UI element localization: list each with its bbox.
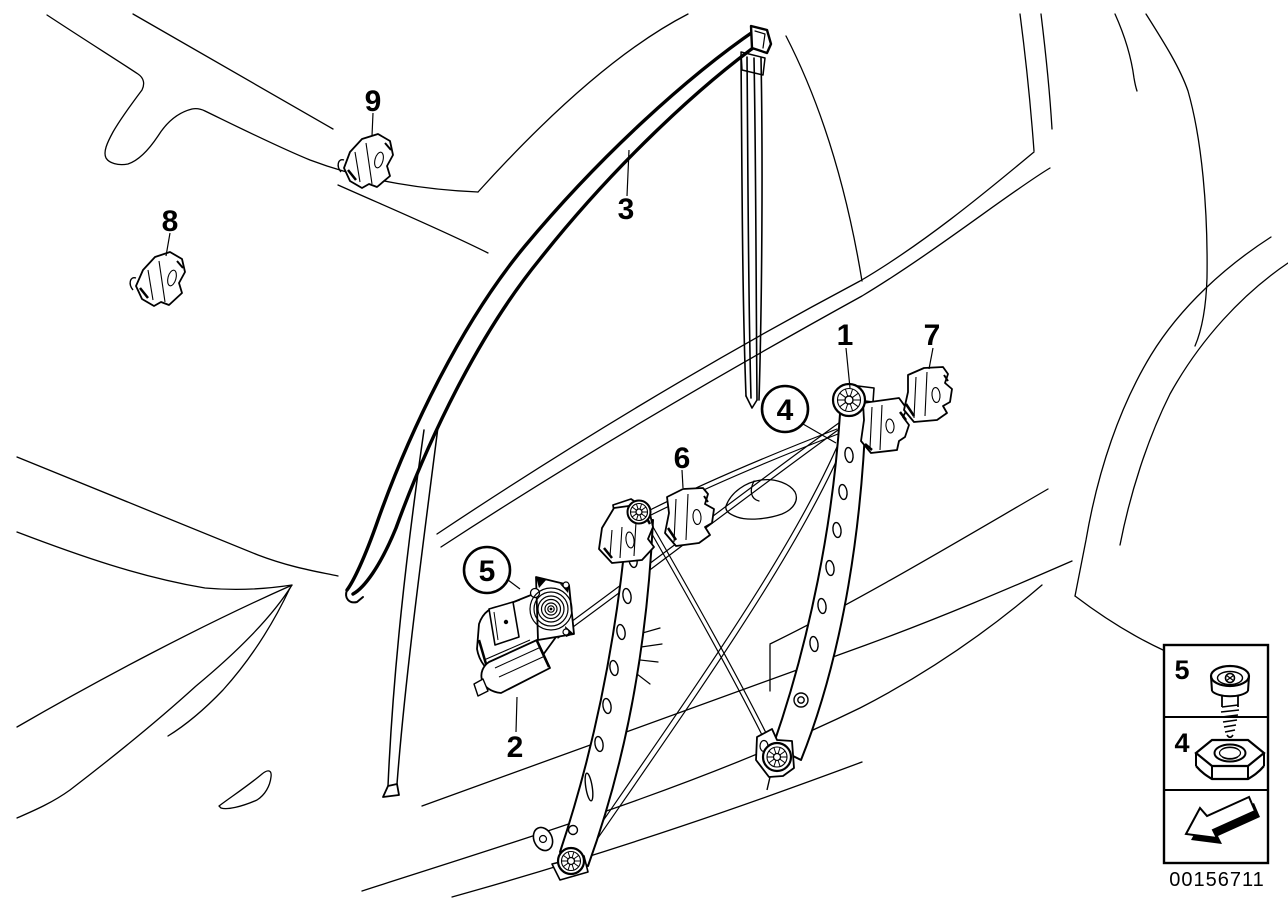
callout-5-label: 5 — [479, 555, 496, 588]
door-handle-ghost — [725, 478, 797, 520]
rear-window-bar-2 — [1040, 13, 1053, 130]
cable-drum-clamp — [860, 397, 910, 454]
rear-wheel-arch-inner — [1119, 262, 1288, 546]
window-motor — [473, 576, 575, 697]
clamp-part-6 — [664, 487, 715, 547]
beltline-lower — [440, 167, 1051, 548]
beltline-upper — [436, 151, 1035, 535]
rear-channel-tip — [745, 395, 758, 409]
rear-channel-line-4 — [758, 57, 763, 401]
part-label-1[interactable]: 1 — [837, 319, 854, 352]
front-guide-line-1 — [387, 429, 425, 787]
part-label-6[interactable]: 6 — [674, 442, 691, 475]
quarter-window-edge — [1114, 13, 1138, 92]
left-rail — [559, 519, 654, 867]
door-bottom-line-3 — [451, 761, 863, 898]
front-wheel-arch-outer — [16, 584, 293, 819]
door-bottom-line-2 — [361, 584, 1043, 892]
motor-connector — [488, 601, 520, 646]
seal-tip-hook — [345, 589, 364, 604]
right-top-pulley — [831, 382, 867, 418]
d-pillar-line — [1145, 13, 1208, 347]
a-pillar-mirror-hook — [46, 14, 479, 193]
rear-window-bar-1 — [1019, 13, 1035, 152]
part-label-2[interactable]: 2 — [507, 731, 524, 764]
guide-clamps — [129, 133, 953, 547]
right-bottom-pulley — [761, 741, 793, 773]
door-front-edge-line — [337, 184, 489, 254]
hex-nut-icon — [1194, 738, 1266, 781]
front-crease-line — [16, 585, 291, 728]
part-label-9[interactable]: 9 — [365, 85, 382, 118]
side-marker-outline — [218, 770, 272, 810]
clamp-part-9 — [337, 133, 394, 189]
front-wheel-arch-inner — [167, 587, 291, 737]
window-guide-seal — [345, 24, 773, 798]
legend-row-nut: 4 — [1174, 728, 1266, 781]
seal-top-cap — [749, 24, 773, 55]
front-fender-line — [16, 531, 293, 591]
hood-edge-line — [16, 456, 339, 577]
rail-fittings — [532, 382, 910, 881]
part-label-8[interactable]: 8 — [162, 205, 179, 238]
rear-fender-line — [1074, 595, 1164, 651]
leader-lines — [165, 112, 934, 733]
rear-channel-line-2 — [746, 56, 752, 399]
motor-worm-gear — [529, 587, 573, 631]
legend-label-4: 4 — [1174, 728, 1189, 758]
left-bottom-pulley — [556, 846, 586, 876]
left-top-pulley — [626, 499, 652, 525]
seal-outer-edge — [345, 27, 759, 592]
part-label-3[interactable]: 3 — [618, 193, 635, 226]
regulator-rails — [559, 408, 867, 867]
rear-channel-line-3 — [753, 57, 758, 401]
legend-box: 5 4 — [1162, 643, 1270, 865]
rocker-line-1 — [769, 488, 1049, 645]
callout-4[interactable]: 4 — [760, 384, 810, 434]
front-guide-line-2 — [396, 426, 439, 785]
rear-channel-line-1 — [740, 54, 747, 397]
roof-rail-line — [132, 13, 334, 130]
rear-wheel-arch-outer — [1074, 236, 1272, 597]
front-guide-foot — [382, 783, 400, 798]
callout-4-label: 4 — [777, 394, 794, 427]
part-label-7[interactable]: 7 — [924, 319, 941, 352]
seal-top-cap-detail — [754, 30, 766, 49]
shoulder-screw-icon — [1209, 664, 1251, 739]
legend-row-arrow — [1184, 795, 1260, 844]
b-pillar-line — [785, 35, 863, 282]
callout-5[interactable]: 5 — [462, 545, 512, 595]
legend-label-5: 5 — [1174, 655, 1189, 685]
drawing-number: 00156711 — [1169, 869, 1265, 891]
legend-row-screw: 5 — [1174, 655, 1251, 739]
clamp-part-8 — [129, 251, 186, 307]
seal-inner-edge — [351, 38, 766, 596]
a-pillar-line — [477, 13, 689, 193]
car-body-outline — [16, 13, 1288, 898]
clamp-part-7 — [903, 366, 953, 423]
direction-arrow-icon — [1184, 795, 1260, 844]
